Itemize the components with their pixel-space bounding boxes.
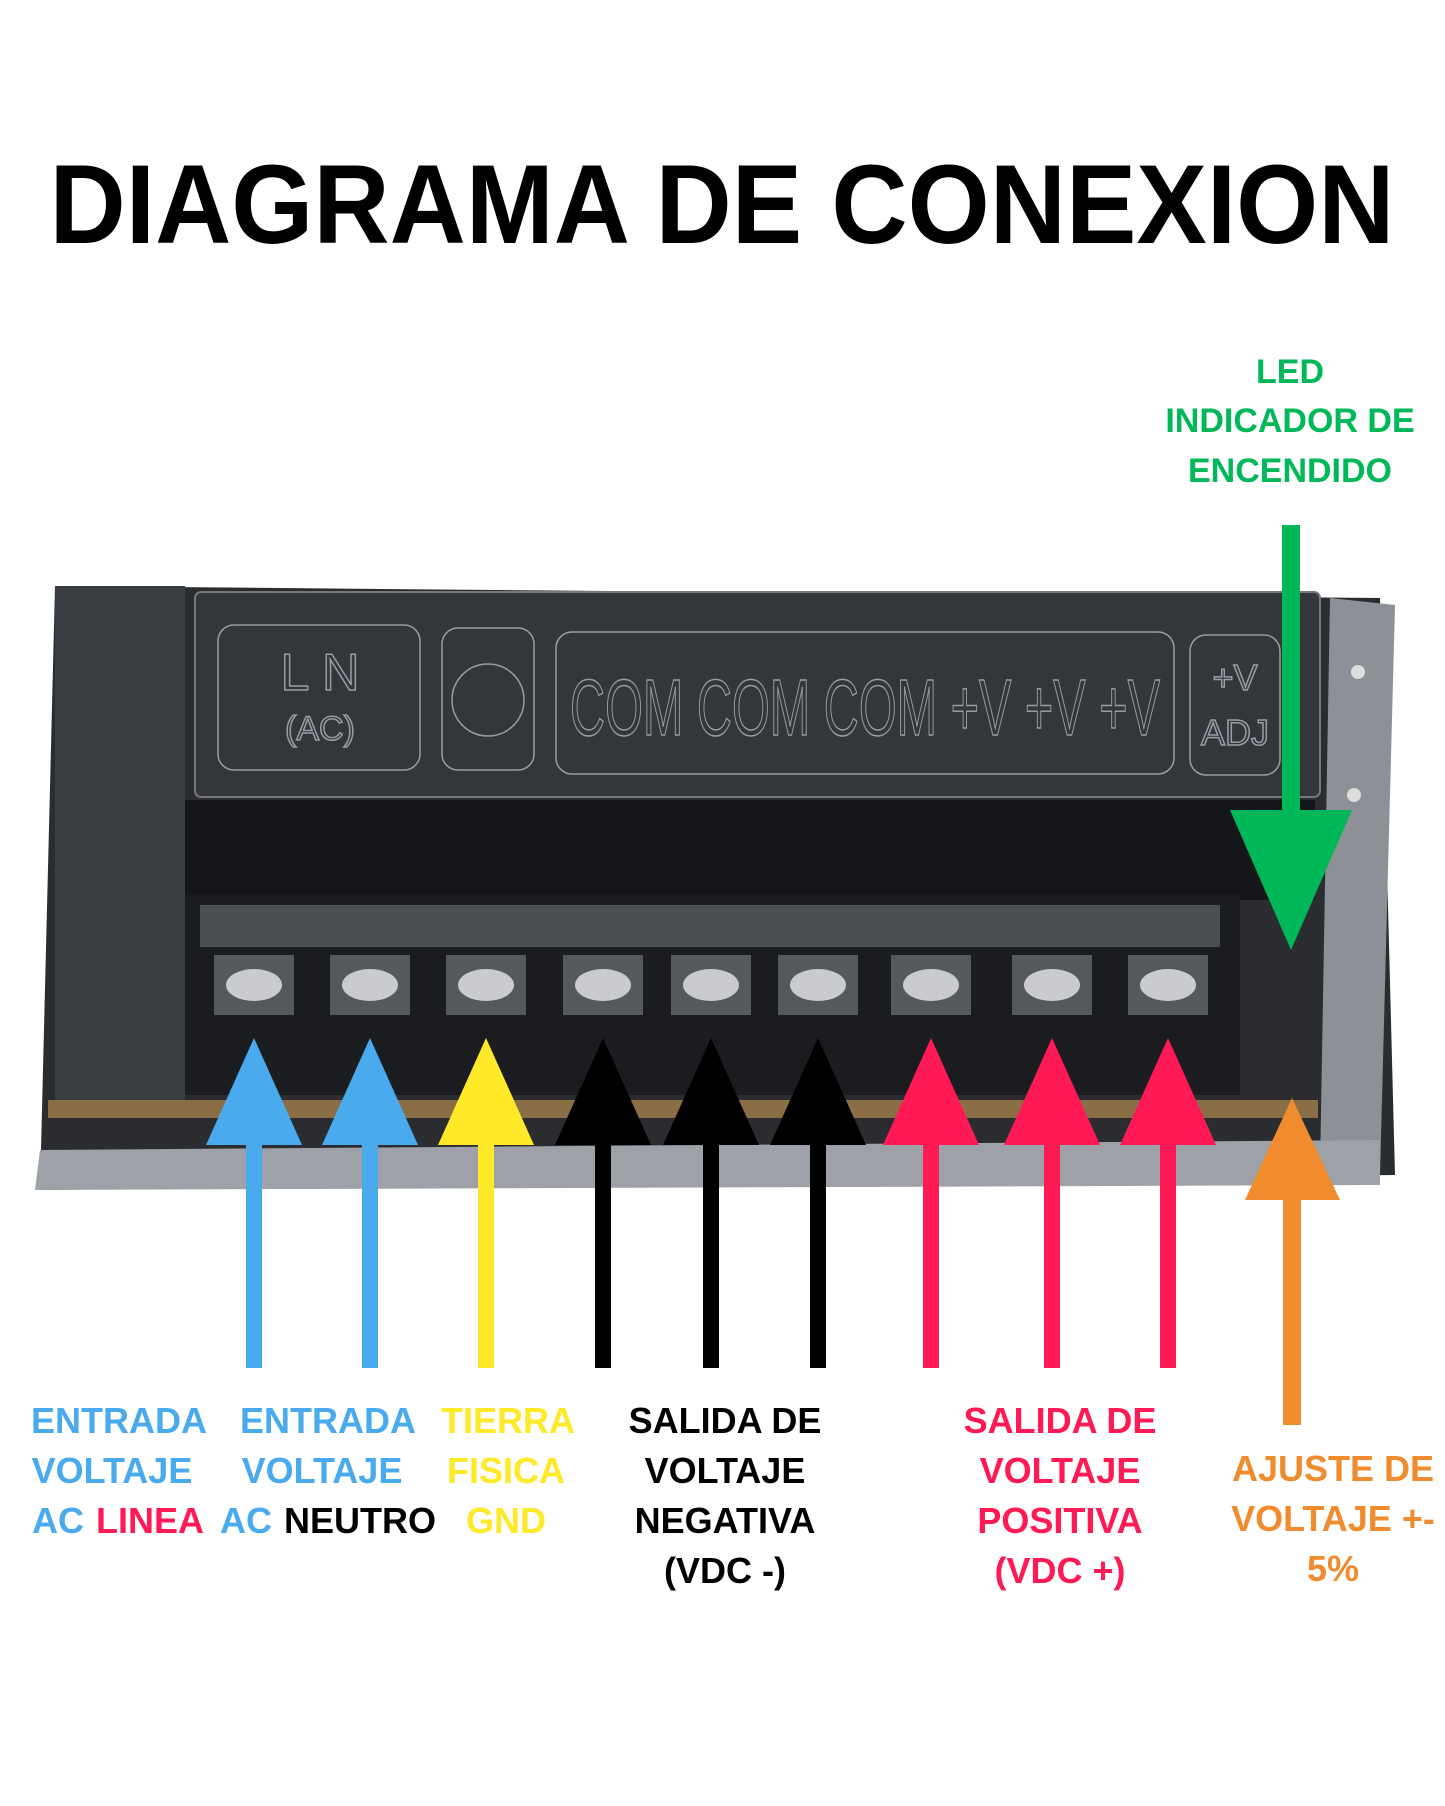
label-line: ENTRADA (31, 1400, 207, 1441)
plate-ac: L N (281, 644, 360, 702)
led-label-line: INDICADOR DE (1165, 402, 1414, 440)
label-line: ENTRADA (240, 1400, 416, 1441)
terminal-arrow-com (770, 1038, 866, 1368)
screw-head (683, 969, 739, 1001)
adjust-arrow (1245, 1098, 1340, 1425)
screw-head (226, 969, 282, 1001)
terminal-arrow-n (322, 1038, 418, 1368)
label-line: TIERRA (441, 1400, 575, 1441)
screw-head (903, 969, 959, 1001)
label-ground: TIERRA FISICA GND (441, 1400, 575, 1541)
label-line: NEGATIVA (635, 1500, 816, 1541)
terminal-arrow-plusv (1004, 1038, 1100, 1368)
terminal-arrow-l (206, 1038, 302, 1368)
label-line: (VDC -) (664, 1550, 786, 1591)
label-line: GND (466, 1500, 546, 1541)
screw-head (575, 969, 631, 1001)
arrow-head (883, 1038, 979, 1145)
arrow-head (663, 1038, 759, 1145)
arrow-head (770, 1038, 866, 1145)
label-negative: SALIDA DE VOLTAJE NEGATIVA (VDC -) (629, 1400, 822, 1591)
label-positive: SALIDA DE VOLTAJE POSITIVA (VDC +) (964, 1400, 1157, 1591)
label-line: VOLTAJE (242, 1450, 403, 1491)
label-ac-line: ENTRADA VOLTAJE AC LINEA (31, 1400, 207, 1541)
arrow-shaft (362, 1120, 378, 1368)
label-line: VOLTAJE (645, 1450, 806, 1491)
label-adjust: AJUSTE DE VOLTAJE +- 5% (1231, 1448, 1435, 1589)
plate-terminals: COM COM COM +V +V +V (570, 663, 1160, 752)
arrow-shaft (1044, 1120, 1060, 1368)
arrow-head (555, 1038, 651, 1145)
arrow-shaft (595, 1120, 611, 1368)
label-line: VOLTAJE (32, 1450, 193, 1491)
arrow-shaft (246, 1120, 262, 1368)
title: DIAGRAMA DE CONEXION (50, 142, 1395, 267)
label-line: AC (220, 1500, 272, 1541)
arrow-shaft (810, 1120, 826, 1368)
screw-head (1024, 969, 1080, 1001)
terminal-arrow-gnd (438, 1038, 534, 1368)
plate-adj-sub: ADJ (1201, 712, 1269, 753)
led-label-line: LED (1256, 353, 1324, 391)
arrow-shaft (1160, 1120, 1176, 1368)
arrow-shaft (478, 1120, 494, 1368)
label-line: SALIDA DE (964, 1400, 1157, 1441)
arrow-head (322, 1038, 418, 1145)
label-line: FISICA (447, 1450, 565, 1491)
label-line: (VDC +) (994, 1550, 1125, 1591)
arrow-head (1004, 1038, 1100, 1145)
screw-head (458, 969, 514, 1001)
label-line: SALIDA DE (629, 1400, 822, 1441)
terminal-arrow-plusv (1120, 1038, 1216, 1368)
terminal-arrow-com (663, 1038, 759, 1368)
label-line: AJUSTE DE (1232, 1448, 1434, 1489)
screw-head (342, 969, 398, 1001)
label-line: NEUTRO (284, 1500, 436, 1541)
arrow-shaft (923, 1120, 939, 1368)
plate-ac-sub: (AC) (285, 710, 355, 748)
led-label: LED INDICADOR DE ENCENDIDO (1165, 353, 1414, 490)
label-line: 5% (1307, 1548, 1359, 1589)
label-line: LINEA (96, 1500, 204, 1541)
screw-head (1140, 969, 1196, 1001)
plate-adj: +V (1212, 657, 1257, 698)
arrow-shaft (703, 1120, 719, 1368)
terminal-arrow-com (555, 1038, 651, 1368)
label-ac-neutral: ENTRADA VOLTAJE AC NEUTRO (220, 1400, 436, 1541)
arrow-head (1120, 1038, 1216, 1145)
screw-head (790, 969, 846, 1001)
label-line: VOLTAJE (980, 1450, 1141, 1491)
label-line: POSITIVA (977, 1500, 1142, 1541)
terminal-arrow-plusv (883, 1038, 979, 1368)
led-label-line: ENCENDIDO (1188, 452, 1392, 490)
label-line: VOLTAJE +- (1231, 1498, 1435, 1539)
label-line: AC (32, 1500, 84, 1541)
arrow-head (206, 1038, 302, 1145)
arrow-head (438, 1038, 534, 1145)
led-arrow (1230, 525, 1352, 950)
